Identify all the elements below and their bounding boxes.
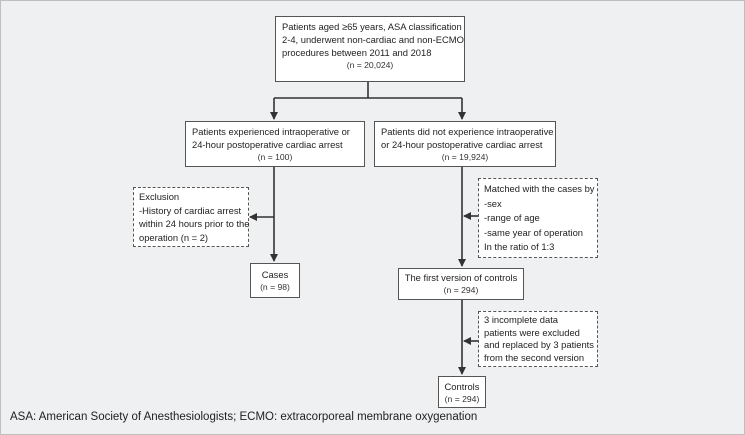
box-first-controls: The first version of controls (n = 294) bbox=[398, 268, 524, 300]
cases-count: (n = 98) bbox=[260, 282, 290, 292]
box-cardiac-arrest: Patients experienced intraoperative or 2… bbox=[185, 121, 365, 167]
exclusion-line-3: operation (n = 2) bbox=[139, 231, 209, 243]
box-matching-criteria: Matched with the cases by -sex -range of… bbox=[478, 178, 598, 258]
box-controls: Controls (n = 294) bbox=[438, 376, 486, 408]
no-cardiac-arrest-count: (n = 19,924) bbox=[441, 152, 489, 162]
cases-title: Cases bbox=[261, 269, 289, 280]
box-exclusion: Exclusion -History of cardiac arrest wit… bbox=[133, 187, 249, 247]
first-controls-title: The first version of controls bbox=[404, 272, 518, 283]
initial-cohort-count: (n = 20,024) bbox=[346, 60, 394, 70]
matching-sex: -sex bbox=[484, 197, 502, 209]
cardiac-arrest-count: (n = 100) bbox=[257, 152, 293, 162]
replacement-line-2: patients were excluded bbox=[484, 326, 580, 338]
initial-cohort-line-3: procedures between 2011 and 2018 bbox=[282, 47, 432, 58]
exclusion-line-2: within 24 hours prior to the bbox=[139, 218, 250, 229]
matching-age: -range of age bbox=[484, 212, 540, 223]
exclusion-line-1: -History of cardiac arrest bbox=[139, 204, 242, 216]
box-no-cardiac-arrest: Patients did not experience intraoperati… bbox=[374, 121, 556, 167]
matching-ratio: In the ratio of 1:3 bbox=[484, 241, 555, 252]
initial-cohort-line-1: Patients aged ≥65 years, ASA classificat… bbox=[282, 21, 462, 32]
replacement-line-4: from the second version bbox=[484, 351, 585, 363]
no-cardiac-arrest-line-2: or 24-hour postoperative cardiac arrest bbox=[381, 139, 543, 150]
controls-count: (n = 294) bbox=[444, 394, 480, 404]
box-initial-cohort: Patients aged ≥65 years, ASA classificat… bbox=[275, 16, 465, 82]
controls-title: Controls bbox=[444, 381, 480, 392]
initial-cohort-line-2: 2-4, underwent non-cardiac and non-ECMO bbox=[282, 34, 464, 45]
no-cardiac-arrest-line-1: Patients did not experience intraoperati… bbox=[381, 126, 554, 137]
box-replacement: 3 incomplete data patients were excluded… bbox=[478, 311, 598, 367]
first-controls-count: (n = 294) bbox=[443, 285, 479, 295]
matching-year: -same year of operation bbox=[484, 226, 584, 238]
figure-caption: ASA: American Society of Anesthesiologis… bbox=[10, 411, 478, 423]
cardiac-arrest-line-1: Patients experienced intraoperative or bbox=[192, 126, 350, 137]
cardiac-arrest-line-2: 24-hour postoperative cardiac arrest bbox=[192, 139, 343, 150]
box-cases: Cases (n = 98) bbox=[250, 263, 300, 298]
exclusion-title: Exclusion bbox=[139, 191, 180, 202]
matching-title: Matched with the cases by bbox=[484, 183, 595, 194]
replacement-line-1: 3 incomplete data bbox=[484, 314, 559, 325]
replacement-line-3: and replaced by 3 patients bbox=[484, 339, 594, 350]
